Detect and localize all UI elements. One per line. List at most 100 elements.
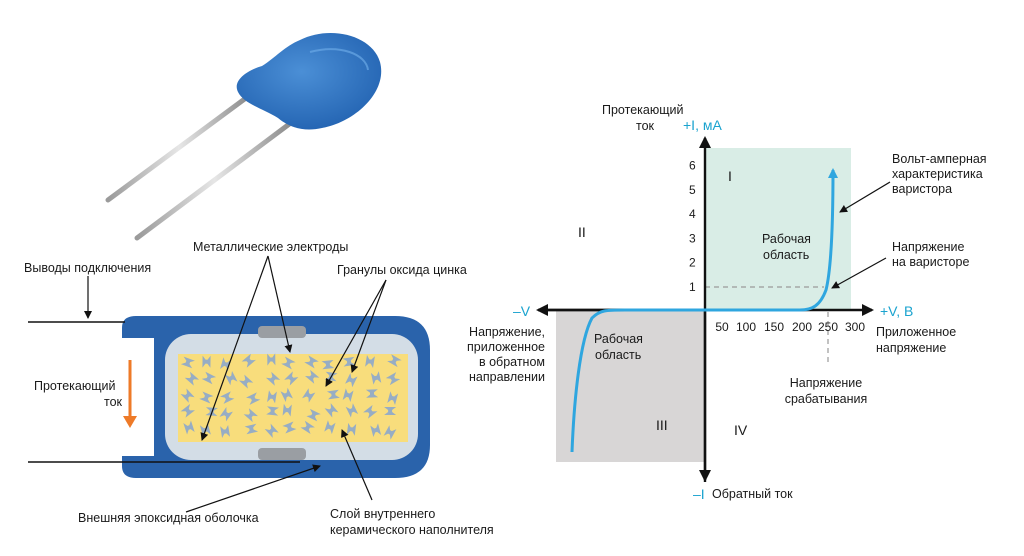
zinc-oxide-granule bbox=[306, 408, 321, 422]
reverse-voltage-line4: направлении bbox=[469, 370, 545, 384]
zinc-oxide-granule bbox=[219, 406, 233, 422]
zinc-oxide-granule bbox=[365, 389, 379, 398]
zinc-oxide-granule bbox=[346, 422, 357, 436]
zinc-oxide-granule bbox=[184, 371, 200, 386]
zinc-oxide-granule bbox=[243, 408, 258, 423]
lead-right bbox=[134, 119, 295, 241]
zinc-oxide-granule bbox=[370, 371, 382, 385]
zinc-oxide-granule bbox=[345, 403, 359, 418]
zinc-oxide-granule bbox=[180, 388, 195, 403]
x-tick-label: 150 bbox=[764, 320, 784, 334]
y-tick-label: 6 bbox=[689, 159, 696, 173]
zinc-oxide-granule bbox=[201, 371, 217, 385]
y-axis-title-line1: Протекающий bbox=[602, 103, 683, 117]
x-axis-title-line2: напряжение bbox=[876, 341, 946, 355]
y-tick-label: 3 bbox=[689, 231, 696, 245]
reverse-voltage-line2: приложенное bbox=[467, 340, 545, 354]
zinc-oxide-granule bbox=[238, 374, 254, 389]
zinc-oxide-granule bbox=[220, 391, 235, 404]
electrode-top bbox=[258, 326, 306, 338]
vi-label-line2: характеристика bbox=[892, 167, 983, 181]
zinc-oxide-granule bbox=[282, 403, 292, 417]
trigger-voltage-line2: срабатывания bbox=[785, 392, 868, 406]
vi-label-line1: Вольт-амперная bbox=[892, 152, 987, 166]
x-axis-title-line1: Приложенное bbox=[876, 325, 956, 339]
trigger-voltage-line1: Напряжение bbox=[790, 376, 863, 390]
zinc-oxide-granule bbox=[284, 371, 299, 386]
x-tick-label: 300 bbox=[845, 320, 865, 334]
zinc-oxide-granule bbox=[224, 370, 238, 386]
reverse-voltage-line3: в обратном bbox=[479, 355, 545, 369]
label-current-line1: Протекающий bbox=[34, 379, 115, 393]
working-region-lower-line2: область bbox=[595, 348, 641, 362]
zinc-oxide-granule bbox=[280, 387, 293, 403]
x-tick-label: 200 bbox=[792, 320, 812, 334]
varistor-voltage-line2: на варисторе bbox=[892, 255, 969, 269]
zinc-oxide-granule bbox=[183, 420, 195, 435]
y-tick-label: 1 bbox=[689, 280, 696, 294]
quadrant-3: III bbox=[656, 417, 668, 433]
zinc-oxide-granule bbox=[300, 420, 315, 435]
zinc-oxide-granule bbox=[302, 388, 316, 403]
zinc-oxide-granule bbox=[363, 404, 378, 419]
x-tick-label: 100 bbox=[736, 320, 756, 334]
y-tick-label: 2 bbox=[689, 256, 696, 270]
varistor-photo bbox=[105, 33, 382, 241]
quadrant-4: IV bbox=[734, 422, 748, 438]
zinc-oxide-granule bbox=[282, 421, 297, 434]
zinc-oxide-granule bbox=[241, 353, 256, 368]
zinc-oxide-granule bbox=[180, 356, 195, 369]
zinc-oxide-granule bbox=[326, 389, 340, 400]
zinc-oxide-granule bbox=[264, 423, 279, 438]
varistor-voltage-line1: Напряжение bbox=[892, 240, 965, 254]
vi-label-line3: варистора bbox=[892, 182, 952, 196]
label-filler-line1: Слой внутреннего bbox=[330, 507, 435, 521]
working-region-lower-line1: Рабочая bbox=[594, 332, 643, 346]
zinc-oxide-granule bbox=[281, 356, 296, 370]
working-region-lower bbox=[556, 310, 705, 462]
quadrant-2: II bbox=[578, 224, 586, 240]
y-axis-title-line2: ток bbox=[636, 119, 655, 133]
electrode-bottom bbox=[258, 448, 306, 460]
zinc-oxide-layer bbox=[178, 354, 408, 442]
zinc-oxide-granule bbox=[383, 425, 397, 440]
reverse-current-label: Обратный ток bbox=[712, 487, 793, 501]
zinc-oxide-granule bbox=[180, 403, 195, 418]
label-filler-line2: керамического наполнителя bbox=[330, 523, 494, 537]
zinc-oxide-granule bbox=[384, 407, 397, 415]
label-granules: Гранулы оксида цинка bbox=[337, 263, 467, 277]
x-positive-label: +V, В bbox=[880, 303, 913, 319]
label-leader-lines bbox=[831, 181, 891, 289]
zinc-oxide-granule bbox=[324, 403, 339, 418]
zinc-oxide-granule bbox=[267, 353, 276, 366]
zinc-oxide-granule bbox=[202, 355, 211, 368]
zinc-oxide-granule bbox=[365, 354, 375, 369]
label-leads: Выводы подключения bbox=[24, 261, 151, 275]
zinc-oxide-granule bbox=[220, 424, 230, 439]
label-electrodes: Металлические электроды bbox=[193, 240, 348, 254]
x-tick-label: 250 bbox=[818, 320, 838, 334]
zinc-oxide-granule bbox=[370, 423, 382, 438]
zinc-oxide-granule bbox=[387, 391, 399, 406]
zinc-oxide-granules bbox=[180, 353, 402, 440]
label-current-line2: ток bbox=[104, 395, 123, 409]
zinc-oxide-granule bbox=[244, 423, 259, 435]
zinc-oxide-granule bbox=[387, 354, 402, 368]
zinc-oxide-granule bbox=[199, 391, 214, 404]
zinc-oxide-granule bbox=[265, 371, 281, 386]
y-negative-label: –I bbox=[693, 486, 705, 502]
zinc-oxide-granule bbox=[342, 388, 354, 403]
zinc-oxide-granule bbox=[246, 392, 261, 405]
zinc-oxide-granule bbox=[321, 359, 335, 370]
x-negative-label: –V bbox=[513, 303, 531, 319]
zinc-oxide-granule bbox=[345, 372, 358, 388]
label-shell: Внешняя эпоксидная оболочка bbox=[78, 511, 259, 525]
working-region-upper-line1: Рабочая bbox=[762, 232, 811, 246]
zinc-oxide-granule bbox=[304, 355, 319, 369]
reverse-voltage-line1: Напряжение, bbox=[469, 325, 545, 339]
varistor-disc bbox=[236, 33, 382, 130]
quadrant-1: I bbox=[728, 168, 732, 184]
working-region-upper-line2: область bbox=[763, 248, 809, 262]
